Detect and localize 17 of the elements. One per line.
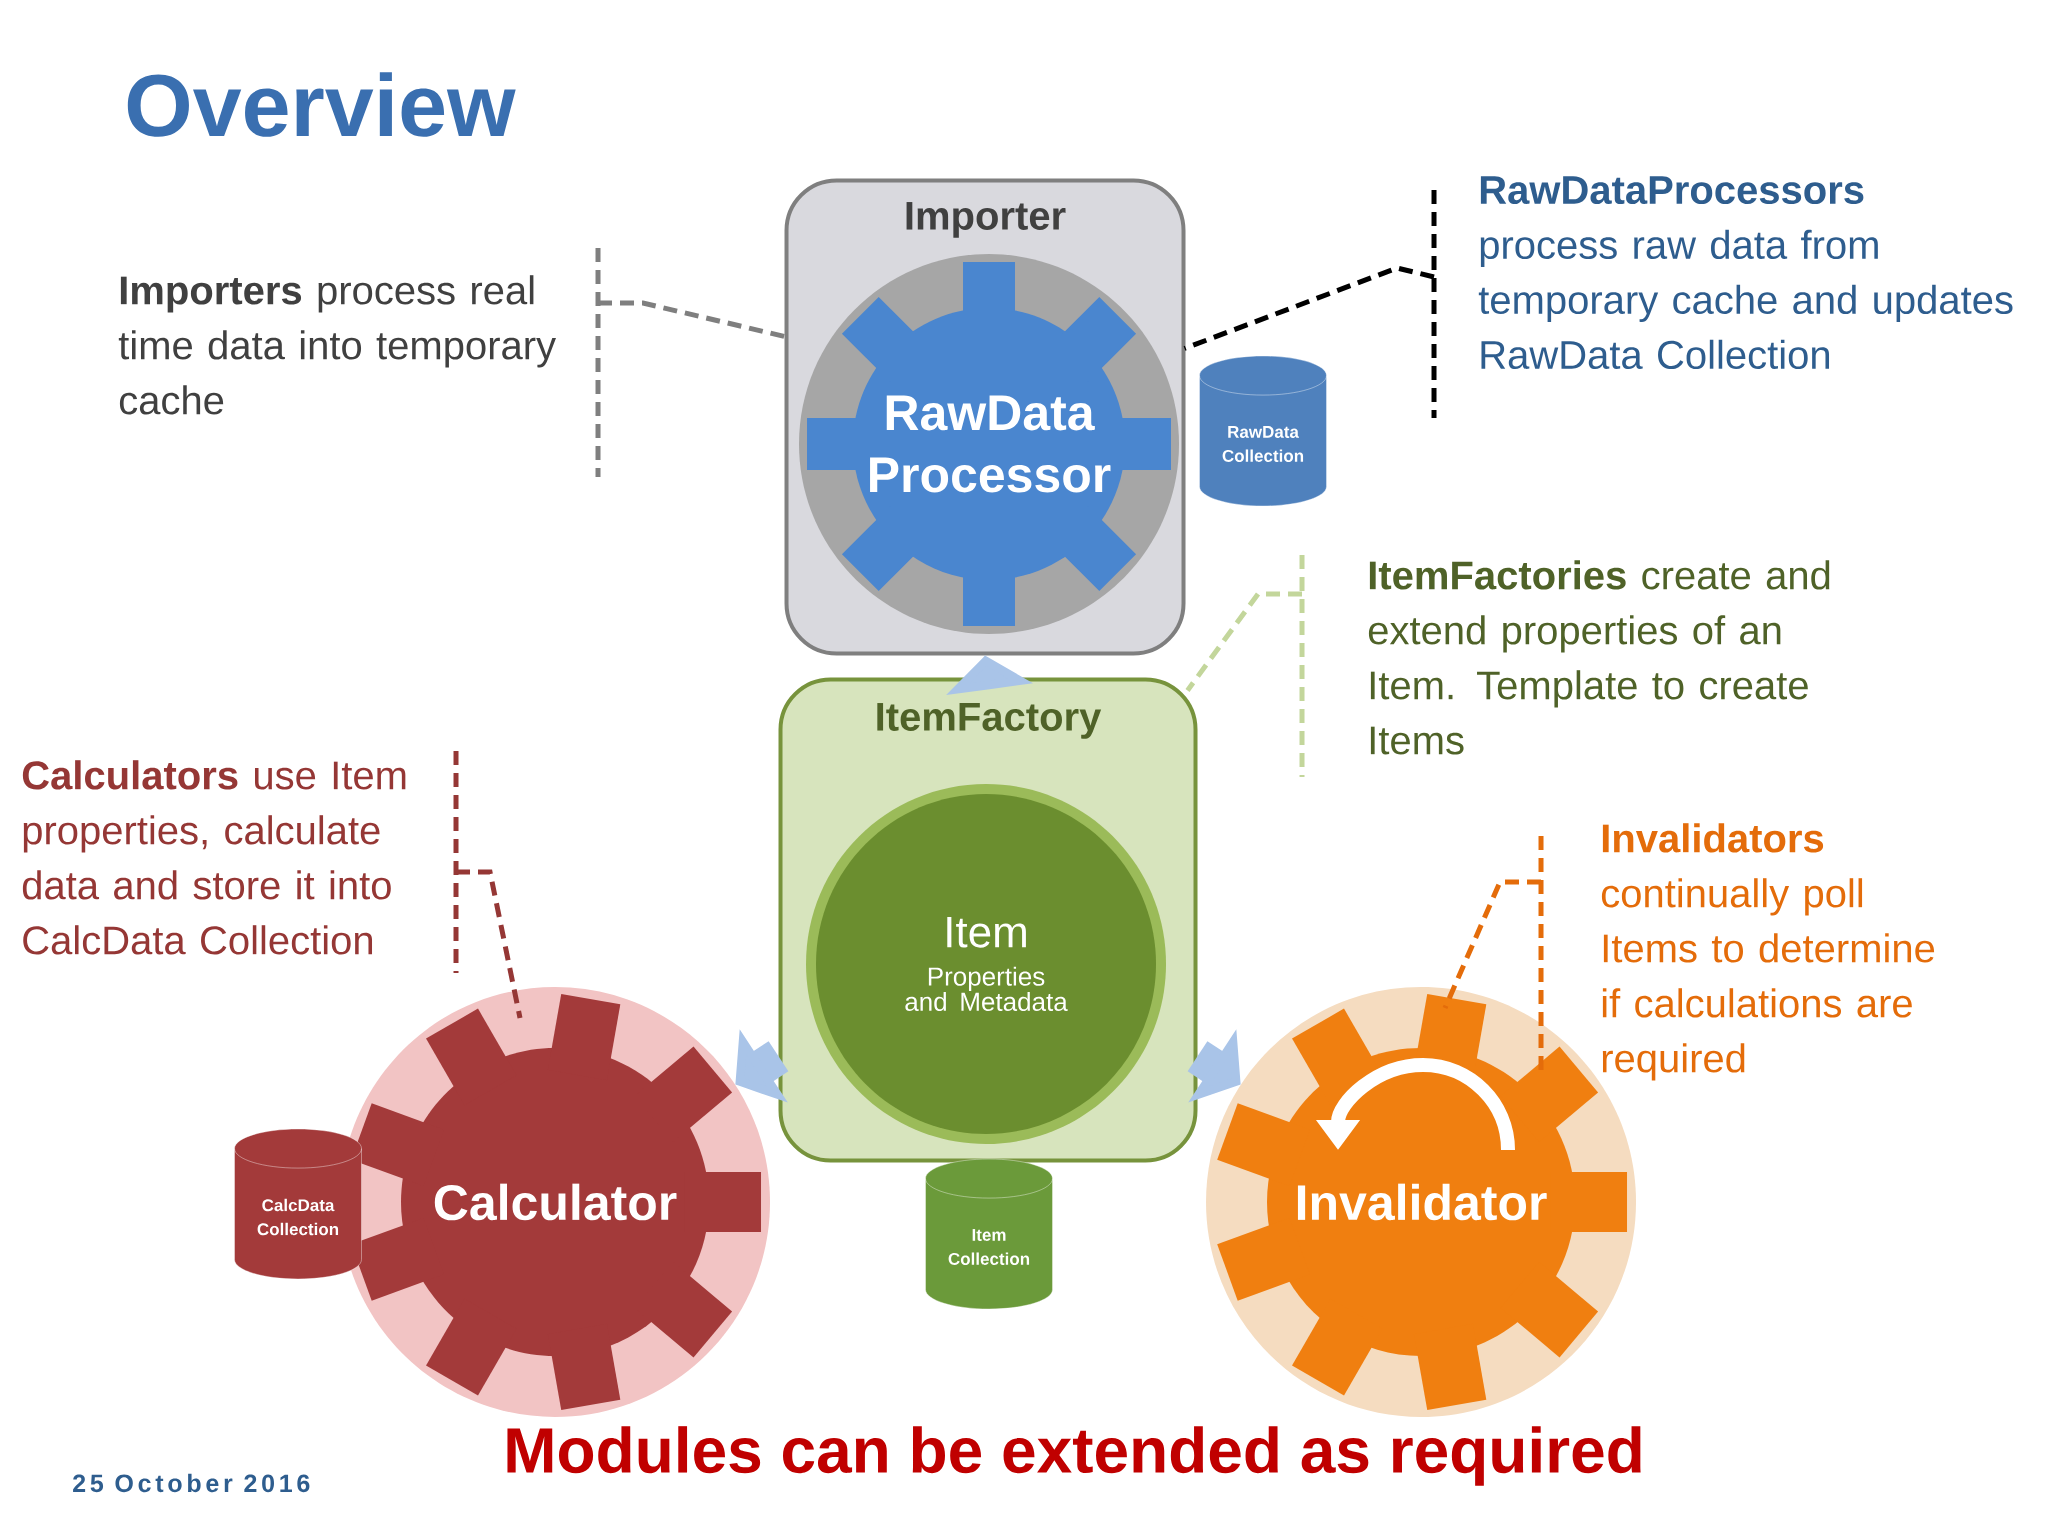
note-text: ItemFactories create and extend properties of an Item. Template to create Items — [1368, 560, 1830, 755]
note-text: Importers process real time data into temporary cache — [118, 275, 556, 415]
gear-drawing: Calculator — [340, 987, 770, 1417]
note-text: RawDataProcessors process raw data from temporary cache and updates RawData Collection — [1478, 176, 2013, 370]
title: Overview — [127, 72, 516, 137]
note-text: Calculators use Item properties, calculate data and store it into CalcData Collection — [22, 760, 406, 955]
footer-text: Modules can be extended as required — [507, 1426, 1641, 1486]
database-cylinder: CalcData Collection — [234, 1128, 362, 1280]
database-cylinder: RawData Collection — [1199, 355, 1327, 507]
leader-line — [598, 300, 786, 339]
date-text: 25 October 2016 — [73, 1473, 310, 1493]
gear-drawing: RawData Processor — [799, 254, 1179, 634]
database-cylinder: Item Collection — [925, 1158, 1053, 1310]
leader-line — [1183, 265, 1435, 351]
leader-line — [456, 869, 523, 1019]
leader-line — [1185, 591, 1302, 692]
leader-line — [1442, 879, 1541, 1009]
